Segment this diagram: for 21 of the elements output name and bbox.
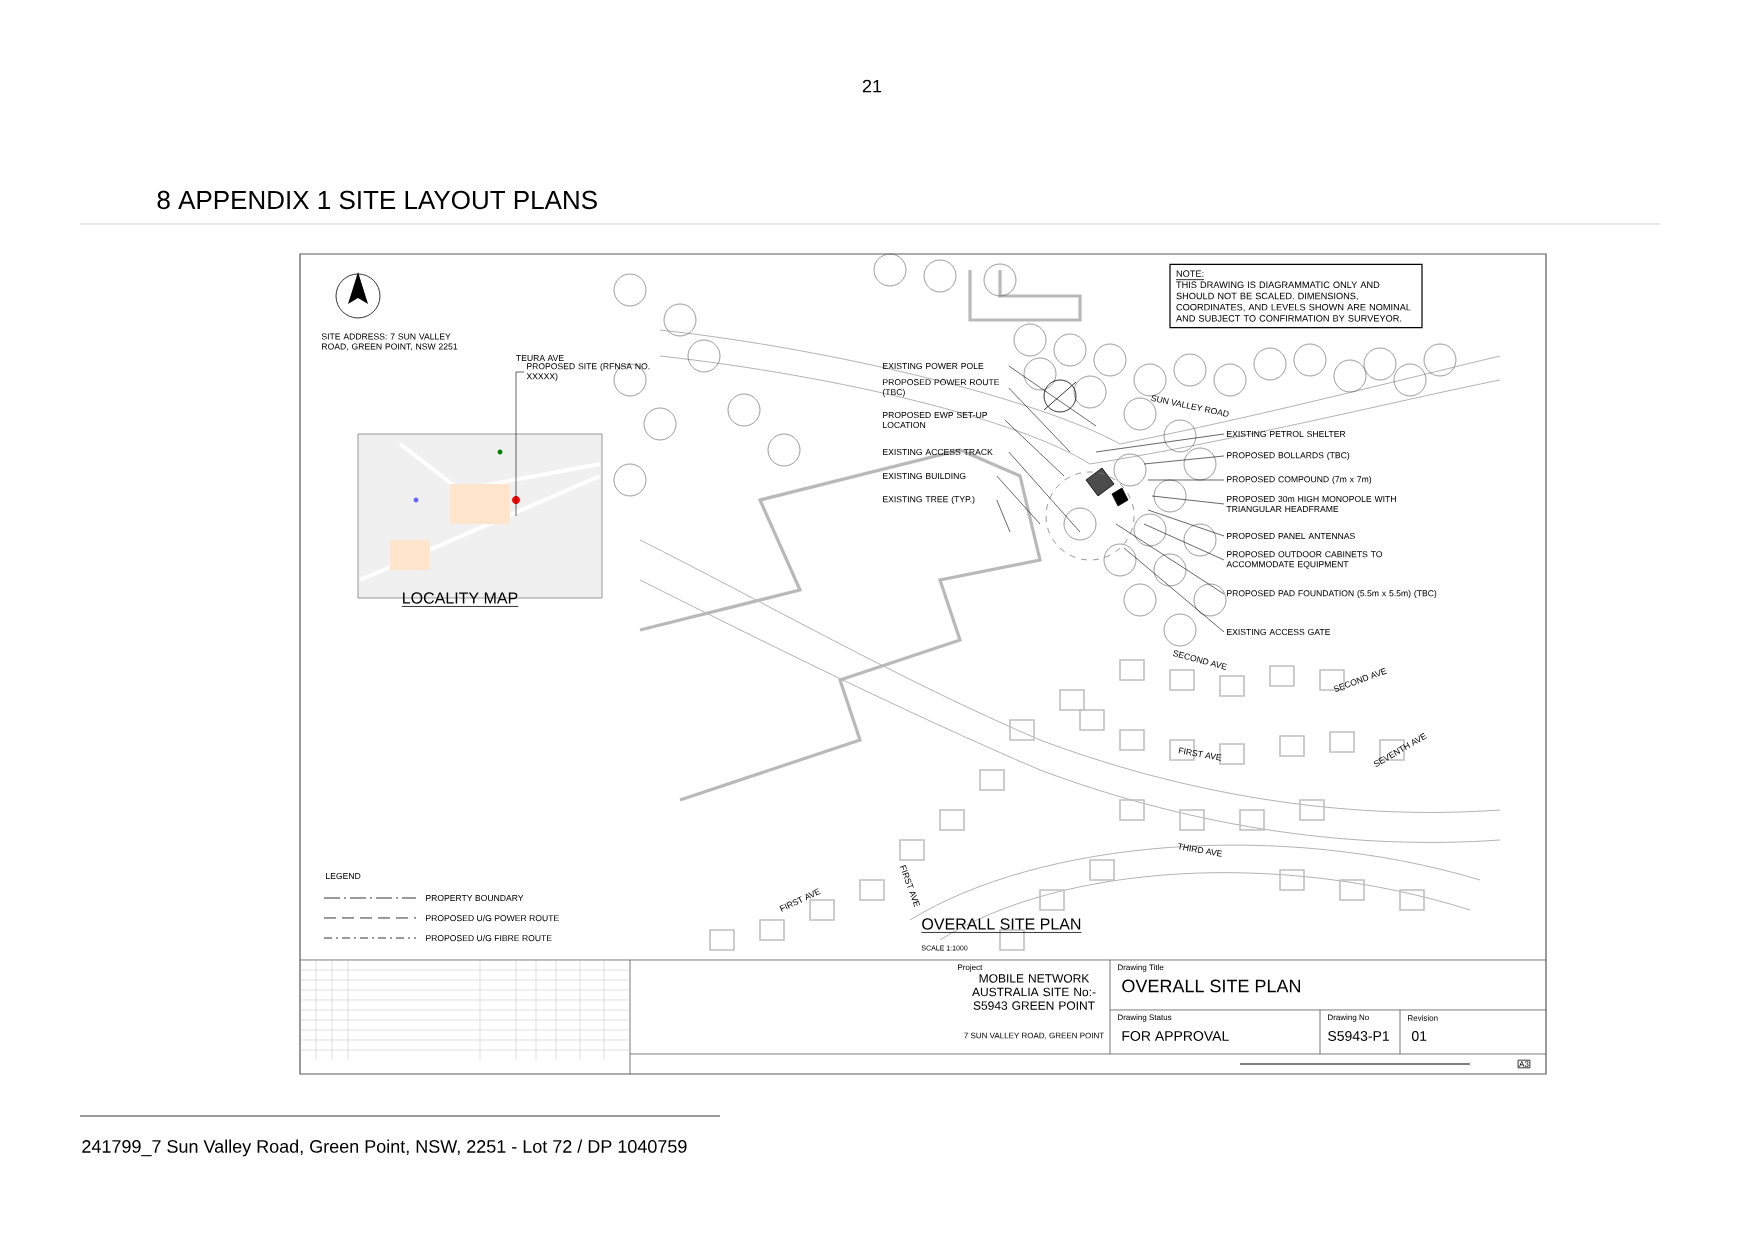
leader-line — [996, 499, 1011, 533]
leader-line — [1143, 455, 1225, 465]
leader-line — [1008, 451, 1081, 533]
leader-line — [1115, 523, 1225, 595]
leader-line — [1008, 365, 1097, 427]
page-footer: 241799_7 Sun Valley Road, Green Point, NSW, 2251 - Lot 72 / DP 1040759 — [82, 1139, 687, 1157]
section-heading: 8 APPENDIX 1 SITE LAYOUT PLANS — [157, 190, 597, 210]
leader-line — [1008, 387, 1071, 453]
leader-line — [1143, 523, 1225, 561]
leader-line — [1123, 547, 1225, 633]
plan-heading: OVERALL SITE PLAN — [921, 918, 1082, 933]
leader-line — [1004, 419, 1065, 477]
page-number: 21 — [862, 79, 882, 93]
leader-line — [1147, 479, 1225, 481]
map-heading: LOCALITY MAP — [401, 592, 519, 607]
leader-line — [1147, 509, 1225, 537]
title-block-text: OVERALL SITE PLAN — [1122, 979, 1300, 993]
leader-line — [1151, 495, 1225, 505]
leader-line — [515, 371, 525, 517]
leader-line — [1095, 433, 1225, 453]
leader-line — [996, 475, 1041, 525]
